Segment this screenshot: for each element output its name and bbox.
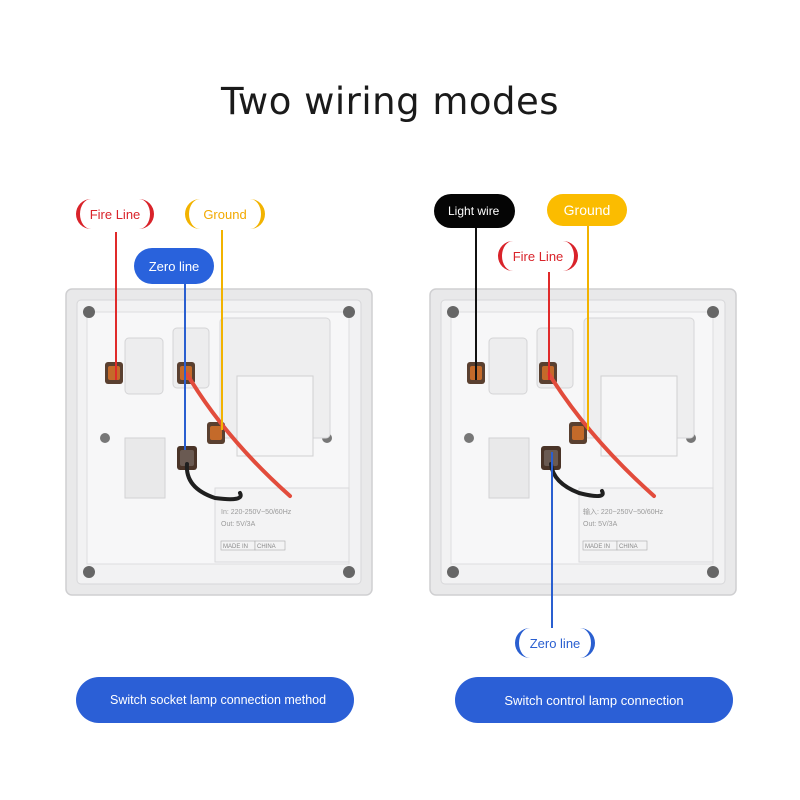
zero-line-label: Zero line <box>134 248 214 284</box>
socket-illustration-left: In: 220-250V~50/60Hz Out: 5V/3A MADE IN … <box>65 288 373 596</box>
caption-control-lamp: Switch control lamp connection <box>455 677 733 723</box>
screw-hole-icon <box>707 306 719 318</box>
caption-socket-lamp: Switch socket lamp connection method <box>76 677 354 723</box>
wire-black <box>549 462 605 498</box>
fire-wire-lead <box>115 232 117 380</box>
screw-hole-icon <box>343 566 355 578</box>
screw-hole-icon <box>83 566 95 578</box>
screw-hole-icon <box>343 306 355 318</box>
ground-wire-lead <box>587 224 589 430</box>
light-wire-label: Light wire <box>434 194 515 228</box>
light-wire-lead <box>475 226 477 380</box>
zero-wire-lead <box>184 280 186 450</box>
ground-label: Ground <box>547 194 627 226</box>
spec-input-text: 输入: 220~250V~50/60Hz <box>583 507 664 516</box>
fire-line-label: Fire Line <box>76 199 154 229</box>
screw-hole-icon <box>707 566 719 578</box>
screw-hole-icon <box>447 566 459 578</box>
screw-hole-icon <box>447 306 459 318</box>
socket-back-panel-left: In: 220-250V~50/60Hz Out: 5V/3A MADE IN … <box>65 288 373 596</box>
zero-wire-lead <box>551 452 553 628</box>
made-in-text: MADE IN <box>585 544 610 550</box>
ground-wire-lead <box>221 230 223 430</box>
screw-hole-icon <box>83 306 95 318</box>
wire-red <box>185 372 292 498</box>
zero-line-label: Zero line <box>515 628 595 658</box>
made-country-text: CHINA <box>619 544 638 550</box>
page-title: Two wiring modes <box>220 80 560 123</box>
made-country-text: CHINA <box>257 544 276 550</box>
fire-line-label: Fire Line <box>498 241 578 271</box>
wire-black <box>184 462 243 502</box>
socket-illustration-right: 输入: 220~250V~50/60Hz Out: 5V/3A MADE IN … <box>429 288 737 596</box>
wire-red <box>547 372 656 498</box>
spec-input-text: In: 220-250V~50/60Hz <box>221 509 292 516</box>
made-in-text: MADE IN <box>223 544 248 550</box>
fire-wire-lead <box>548 272 550 380</box>
socket-back-panel-right: 输入: 220~250V~50/60Hz Out: 5V/3A MADE IN … <box>429 288 737 596</box>
spec-output-text: Out: 5V/3A <box>583 521 618 528</box>
spec-output-text: Out: 5V/3A <box>221 521 256 528</box>
ground-label: Ground <box>185 199 265 229</box>
